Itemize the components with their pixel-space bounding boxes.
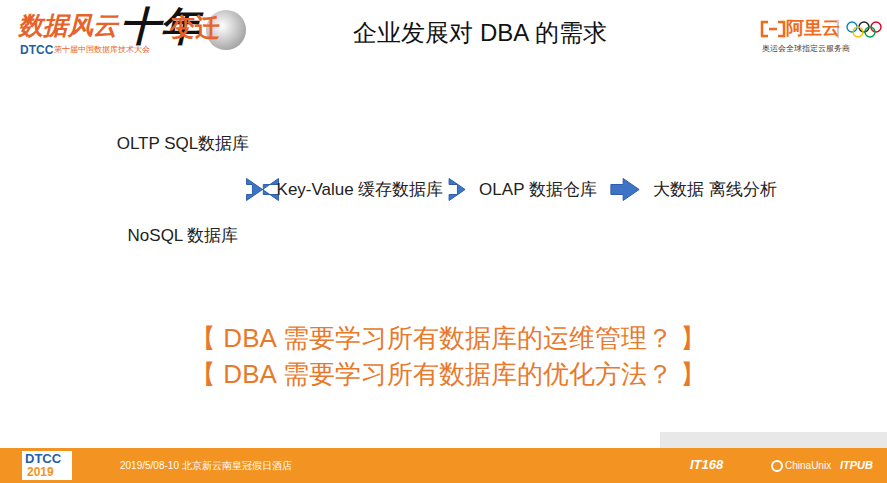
aliyun-logo (762, 22, 784, 36)
logo-text: 变迁 (170, 14, 220, 42)
chinaunix-icon (772, 461, 782, 471)
sponsor-logo: ChinaUnix (785, 460, 831, 471)
footer-badge-text: 2019 (27, 466, 54, 479)
question-text: 【 DBA 需要学习所有数据库的优化方法？ 】 (190, 360, 706, 389)
slide-title: 企业发展对 DBA 的需求 (353, 17, 606, 49)
sponsor-logo: IT168 (690, 458, 723, 472)
footer-badge-text: DTCC (25, 452, 61, 466)
stage-label: NoSQL 数据库 (124, 222, 243, 249)
footer-venue: 2019/5/08-10 北京新云南皇冠假日酒店 (120, 460, 292, 471)
stage-text: OLTP SQL数据库 (117, 132, 250, 155)
question-text: 【 DBA 需要学习所有数据库的运维管理？ 】 (190, 324, 706, 353)
stage-label: OLAP 数据仓库 (475, 176, 601, 203)
stage-text: 大数据 离线分析 (653, 178, 777, 201)
brand-subtitle: 奥运会全球指定云服务商 (762, 45, 850, 54)
flow-arrow (247, 179, 263, 201)
logo-text: 数据风云 (18, 12, 118, 40)
sponsor-logo: ITPUB (840, 459, 873, 471)
logo-subtitle: 第十届中国数据库技术大会 (54, 46, 150, 55)
brand-name: 阿里云 (786, 19, 840, 39)
flow-arrow (449, 179, 465, 201)
stage-label: 大数据 离线分析 (649, 176, 781, 203)
footer-strip (660, 432, 887, 448)
footer-badge (22, 451, 72, 480)
logo-text: DTCC (20, 44, 53, 57)
footer-bar (0, 448, 887, 483)
stage-label: Key-Value 缓存数据库 (273, 176, 448, 203)
stage-text: OLAP 数据仓库 (479, 178, 597, 201)
stage-label: OLTP SQL数据库 (113, 130, 254, 157)
flow-arrow (263, 179, 279, 201)
flow-arrow (611, 179, 639, 201)
stage-text: NoSQL 数据库 (128, 224, 239, 247)
stage-text: Key-Value 缓存数据库 (277, 178, 444, 201)
olympic-rings (847, 22, 881, 37)
